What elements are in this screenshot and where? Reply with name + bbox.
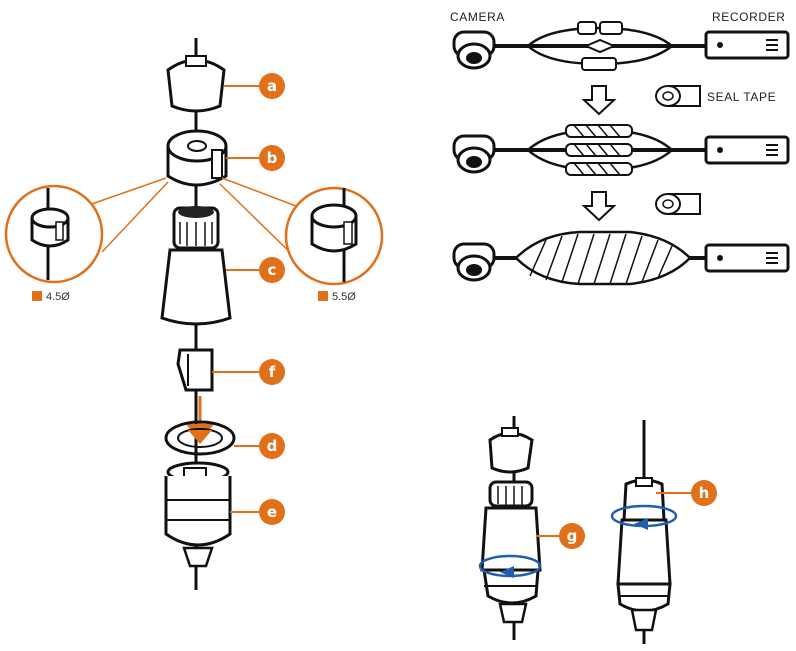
assembly-g: g <box>478 416 585 640</box>
camera-label: CAMERA <box>450 10 505 24</box>
badge-d-text: d <box>267 437 278 455</box>
badge-b-text: b <box>267 149 278 167</box>
down-arrow-icon <box>581 191 617 222</box>
part-b-ring <box>166 129 262 187</box>
badge-c-text: c <box>268 261 277 279</box>
badge-b: b <box>259 145 285 171</box>
part-c-body <box>160 206 262 326</box>
camera-dome-icon <box>452 30 496 70</box>
part-d-washer <box>164 420 262 456</box>
down-arrow-icon <box>581 85 617 116</box>
badge-f-text: f <box>269 363 276 381</box>
wiring-row-3 <box>452 230 790 286</box>
magnifier-small-hole <box>4 177 169 284</box>
recorder-box-icon <box>704 243 790 273</box>
camera-dome-icon <box>452 134 496 174</box>
part-e-socket <box>164 461 262 568</box>
badge-h-text: h <box>699 484 710 502</box>
size-small: 4.5Ø <box>32 291 70 303</box>
badge-d: d <box>259 433 285 459</box>
badge-e: e <box>259 499 285 525</box>
size-large-icon <box>318 291 328 301</box>
exploded-gland: 4.5Ø 5.5Ø a b c f d e <box>4 38 384 590</box>
recorder-box-icon <box>704 135 790 165</box>
recorder-label: RECORDER <box>712 10 785 24</box>
part-a-cap <box>166 55 262 113</box>
badge-h: h <box>691 480 717 506</box>
seal-tape-icon <box>655 85 701 107</box>
badge-g: g <box>559 523 585 549</box>
assembly-h: h <box>610 420 717 644</box>
size-small-label: 4.5Ø <box>46 291 70 303</box>
part-f-plug <box>176 348 262 392</box>
magnifier-large-hole <box>219 177 384 286</box>
badge-e-text: e <box>267 503 277 521</box>
wiring-row-1 <box>452 21 790 71</box>
wiring-row-2 <box>452 124 790 176</box>
rotate-arrow-icon <box>634 518 648 530</box>
camera-dome-icon <box>452 242 496 282</box>
recorder-box-icon <box>704 30 790 60</box>
badge-c: c <box>259 257 285 283</box>
badge-g-text: g <box>567 527 578 545</box>
size-large-label: 5.5Ø <box>332 291 356 303</box>
badge-a-text: a <box>267 77 277 95</box>
size-large: 5.5Ø <box>318 291 356 303</box>
badge-a: a <box>259 73 285 99</box>
size-small-icon <box>32 291 42 301</box>
seal-tape-icon <box>655 193 701 215</box>
badge-f: f <box>259 359 285 385</box>
rotate-arrow-icon <box>500 566 514 578</box>
seal-tape-label: SEAL TAPE <box>707 90 776 104</box>
wiring-section: CAMERA RECORDER <box>450 10 790 286</box>
